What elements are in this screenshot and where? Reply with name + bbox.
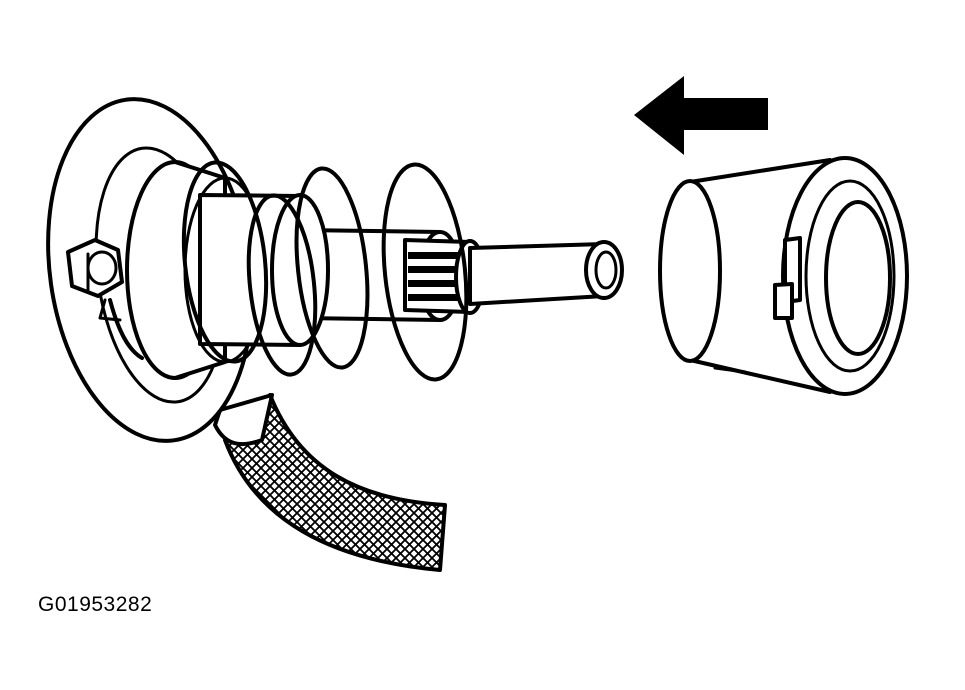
figure-code-label: G01953282	[38, 593, 153, 616]
bolt-icon	[66, 238, 124, 298]
direction-arrow-icon	[634, 76, 768, 155]
return-spring	[181, 160, 469, 382]
drive-collar	[658, 156, 909, 396]
wire-harness	[213, 393, 447, 572]
stub-shaft	[468, 240, 624, 306]
